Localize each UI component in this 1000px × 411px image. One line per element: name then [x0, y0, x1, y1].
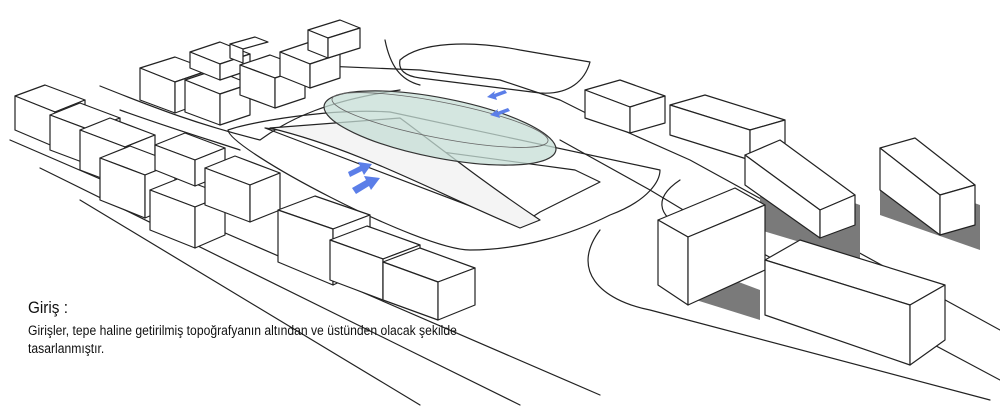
buildings-right	[584, 79, 980, 366]
entrance-arrow-lower-1	[348, 162, 372, 177]
caption-body: Girişler, tepe haline getirilmiş topoğra…	[28, 322, 532, 358]
canopy-ellipse	[323, 90, 557, 166]
entrance-arrows	[348, 90, 510, 194]
entrance-arrow-upper-2	[490, 108, 510, 118]
north-island	[399, 43, 591, 94]
buildings-left	[14, 84, 281, 249]
entrance-arrow-upper-1	[487, 90, 507, 100]
caption-body-line-1: Girişler, tepe haline getirilmiş topoğra…	[28, 323, 457, 338]
entrance-arrow-lower-2	[352, 176, 380, 194]
caption-body-line-2: tasarlanmıştır.	[28, 341, 105, 356]
buildings-front	[277, 195, 476, 321]
caption-title: Giriş :	[28, 298, 68, 317]
buildings-top-left	[139, 19, 361, 126]
